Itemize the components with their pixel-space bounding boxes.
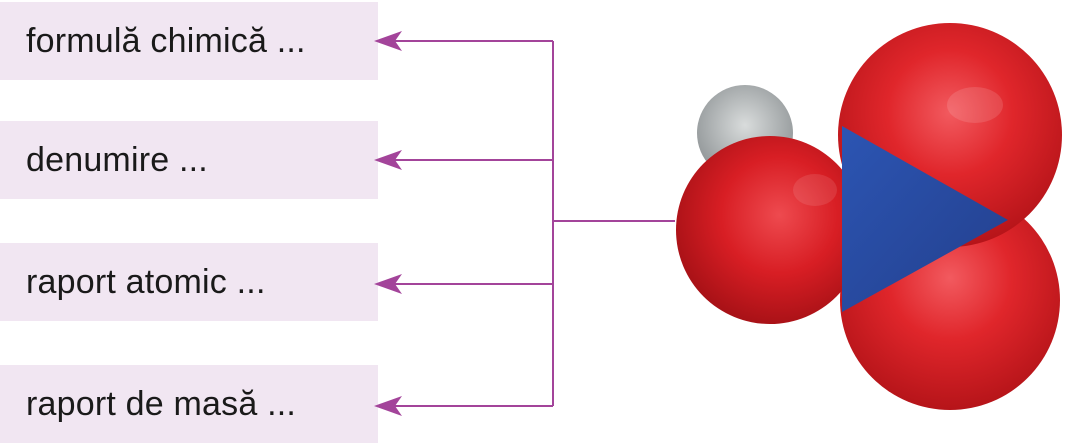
oxygen-atom-left [676,136,864,324]
highlight-top [947,87,1003,123]
label-atomic-ratio: raport atomic ... [0,243,378,321]
arrowhead-mass-ratio [374,396,402,416]
label-name-text: denumire ... [26,140,208,179]
arrowhead-name [374,150,402,170]
arrowhead-chemical-formula [374,31,402,51]
label-chemical-formula: formulă chimică ... [0,2,378,80]
highlight-left [793,174,837,206]
arrows [374,31,553,416]
label-mass-ratio: raport de masă ... [0,365,378,443]
label-mass-ratio-text: raport de masă ... [26,384,297,423]
molecule-model [676,23,1062,410]
arrowhead-atomic-ratio [374,274,402,294]
label-atomic-ratio-text: raport atomic ... [26,262,266,301]
connector-lines [552,41,675,406]
label-name: denumire ... [0,121,378,199]
nitrogen-atom [842,126,1008,312]
label-chemical-formula-text: formulă chimică ... [26,21,306,60]
